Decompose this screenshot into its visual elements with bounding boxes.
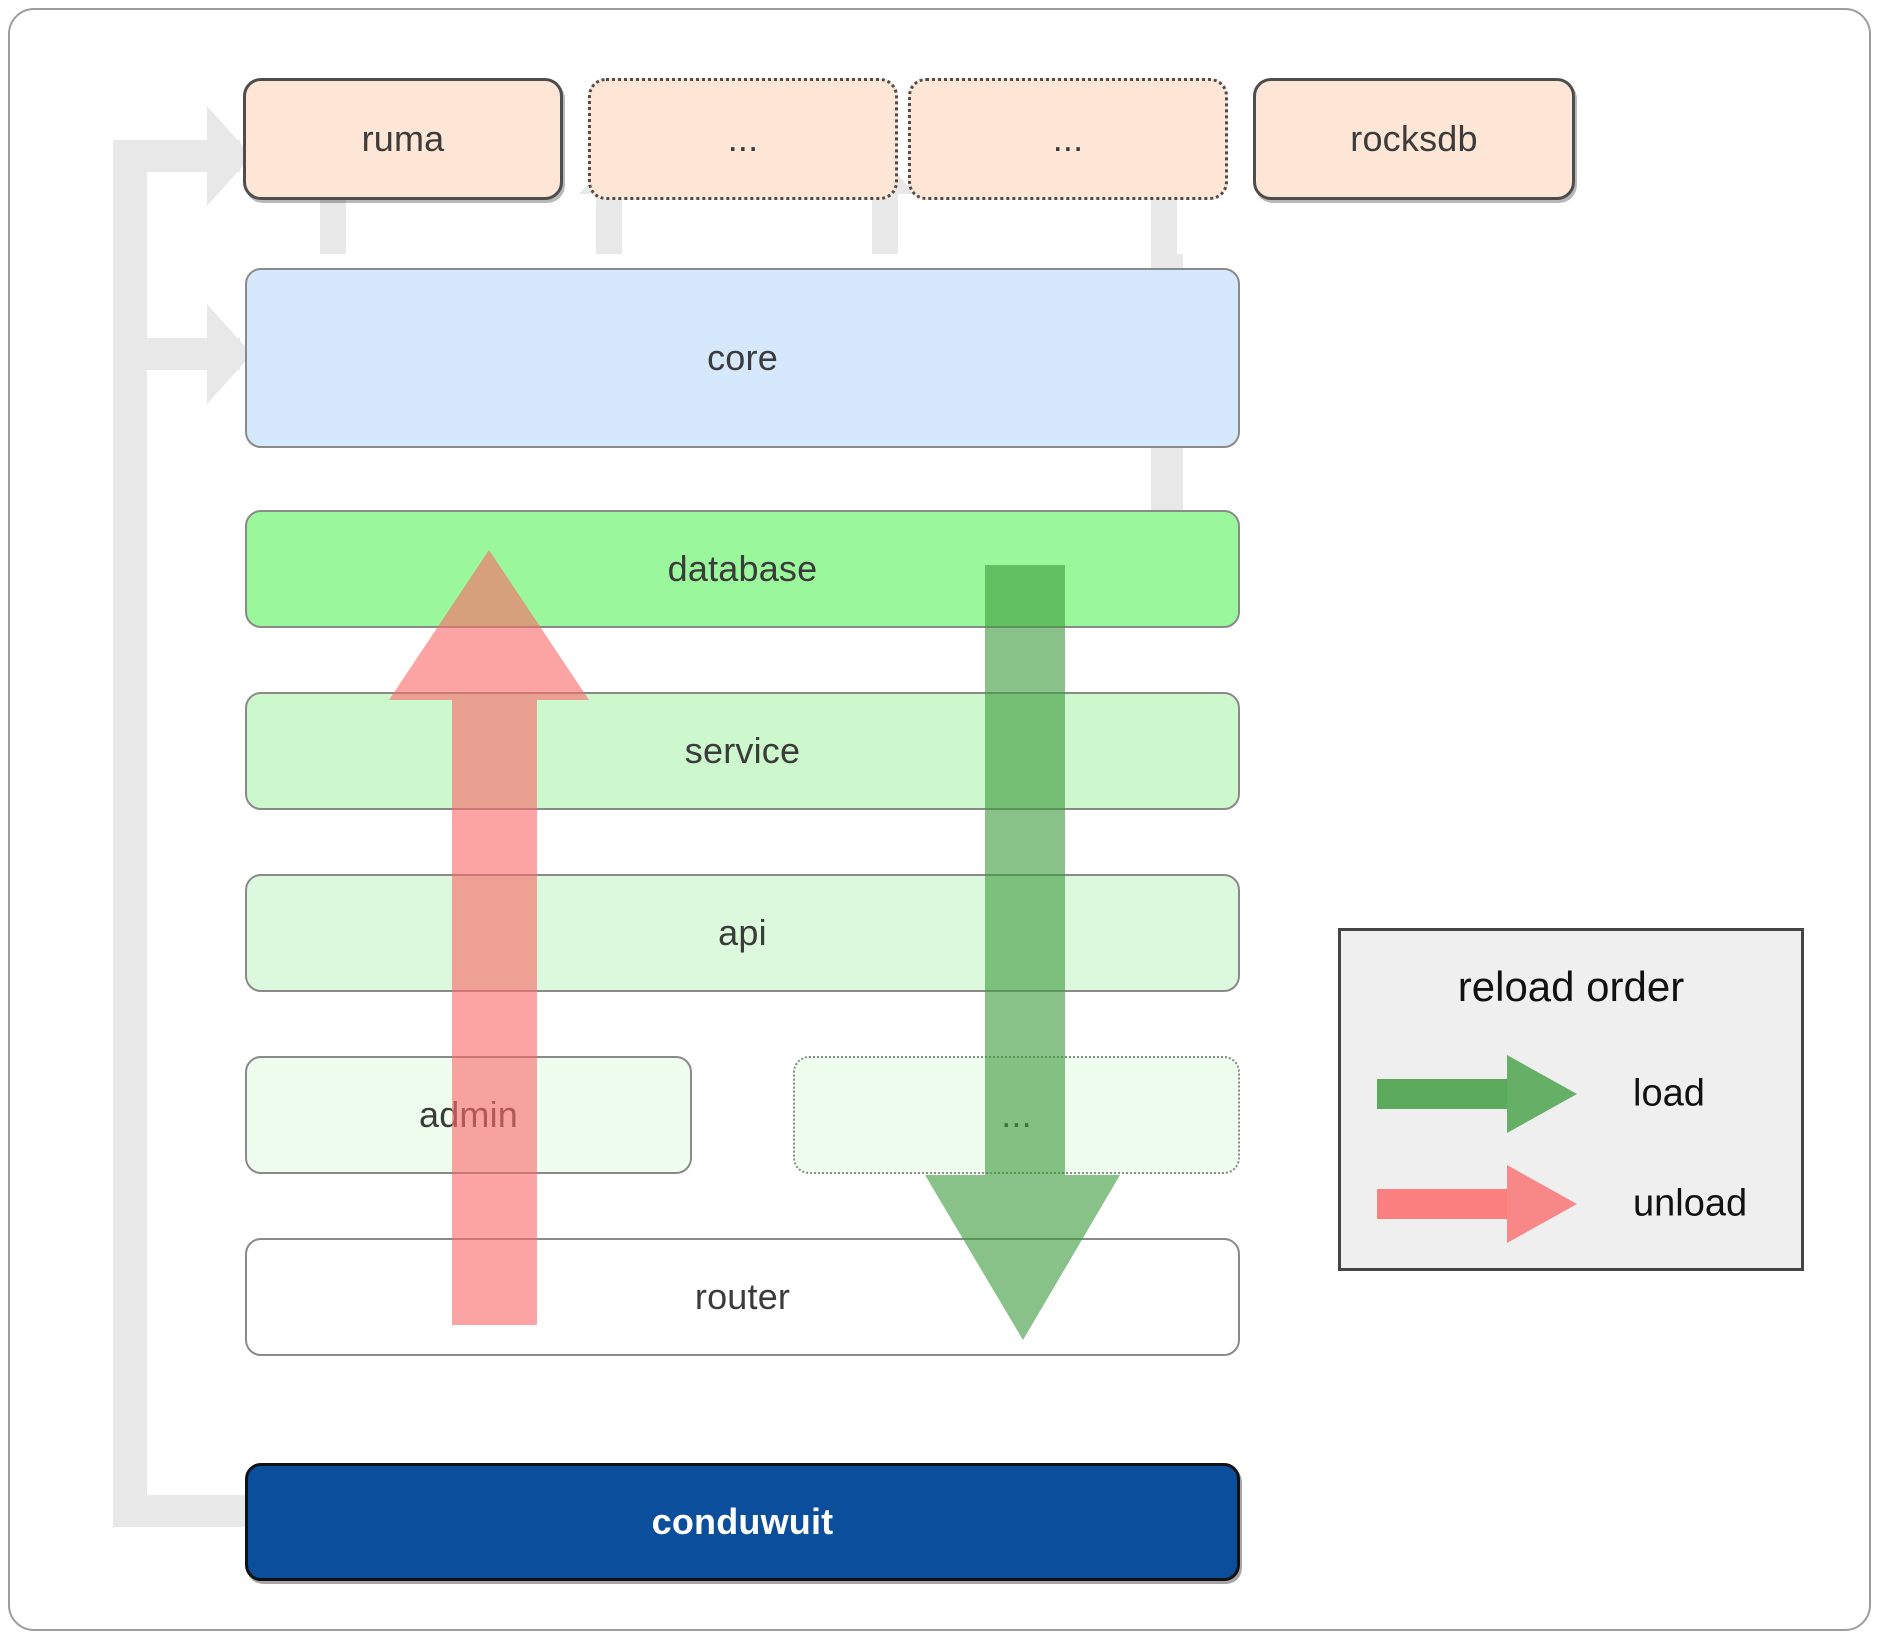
load-legend-icon — [1377, 1055, 1577, 1133]
dependency-box-ruma[interactable]: ruma — [243, 78, 563, 200]
dependency-label: ... — [727, 118, 759, 159]
layer-label: ... — [1001, 1094, 1032, 1135]
layer-label: core — [707, 337, 778, 378]
legend-row-load: load — [1341, 1049, 1801, 1139]
legend-label-unload: unload — [1633, 1182, 1748, 1225]
root-box-conduwuit[interactable]: conduwuit — [245, 1463, 1240, 1581]
legend-panel: reload order load unload — [1338, 928, 1804, 1271]
unload-legend-icon — [1377, 1165, 1577, 1243]
layer-label: database — [667, 548, 818, 589]
layer-label: router — [694, 1276, 791, 1317]
layer-box-core[interactable]: core — [245, 268, 1240, 448]
dependency-label: rocksdb — [1350, 118, 1478, 159]
legend-label-load: load — [1633, 1072, 1705, 1115]
layer-box-database[interactable]: database — [245, 510, 1240, 628]
dependency-box-ellipsis-2[interactable]: ... — [908, 78, 1228, 200]
layer-box-ellipsis[interactable]: ... — [793, 1056, 1240, 1174]
layer-label: admin — [418, 1094, 519, 1135]
layer-box-admin[interactable]: admin — [245, 1056, 692, 1174]
layer-label: service — [684, 730, 801, 771]
dependency-label: ruma — [361, 118, 445, 159]
dependency-label: ... — [1052, 118, 1084, 159]
root-label: conduwuit — [651, 1501, 834, 1542]
layer-box-router[interactable]: router — [245, 1238, 1240, 1356]
legend-row-unload: unload — [1341, 1159, 1801, 1249]
dependency-box-ellipsis-1[interactable]: ... — [588, 78, 898, 200]
legend-title: reload order — [1457, 963, 1685, 1010]
layer-box-api[interactable]: api — [245, 874, 1240, 992]
layer-box-service[interactable]: service — [245, 692, 1240, 810]
dependency-box-rocksdb[interactable]: rocksdb — [1253, 78, 1575, 200]
diagram-frame — [8, 8, 1871, 1631]
layer-label: api — [718, 912, 767, 953]
